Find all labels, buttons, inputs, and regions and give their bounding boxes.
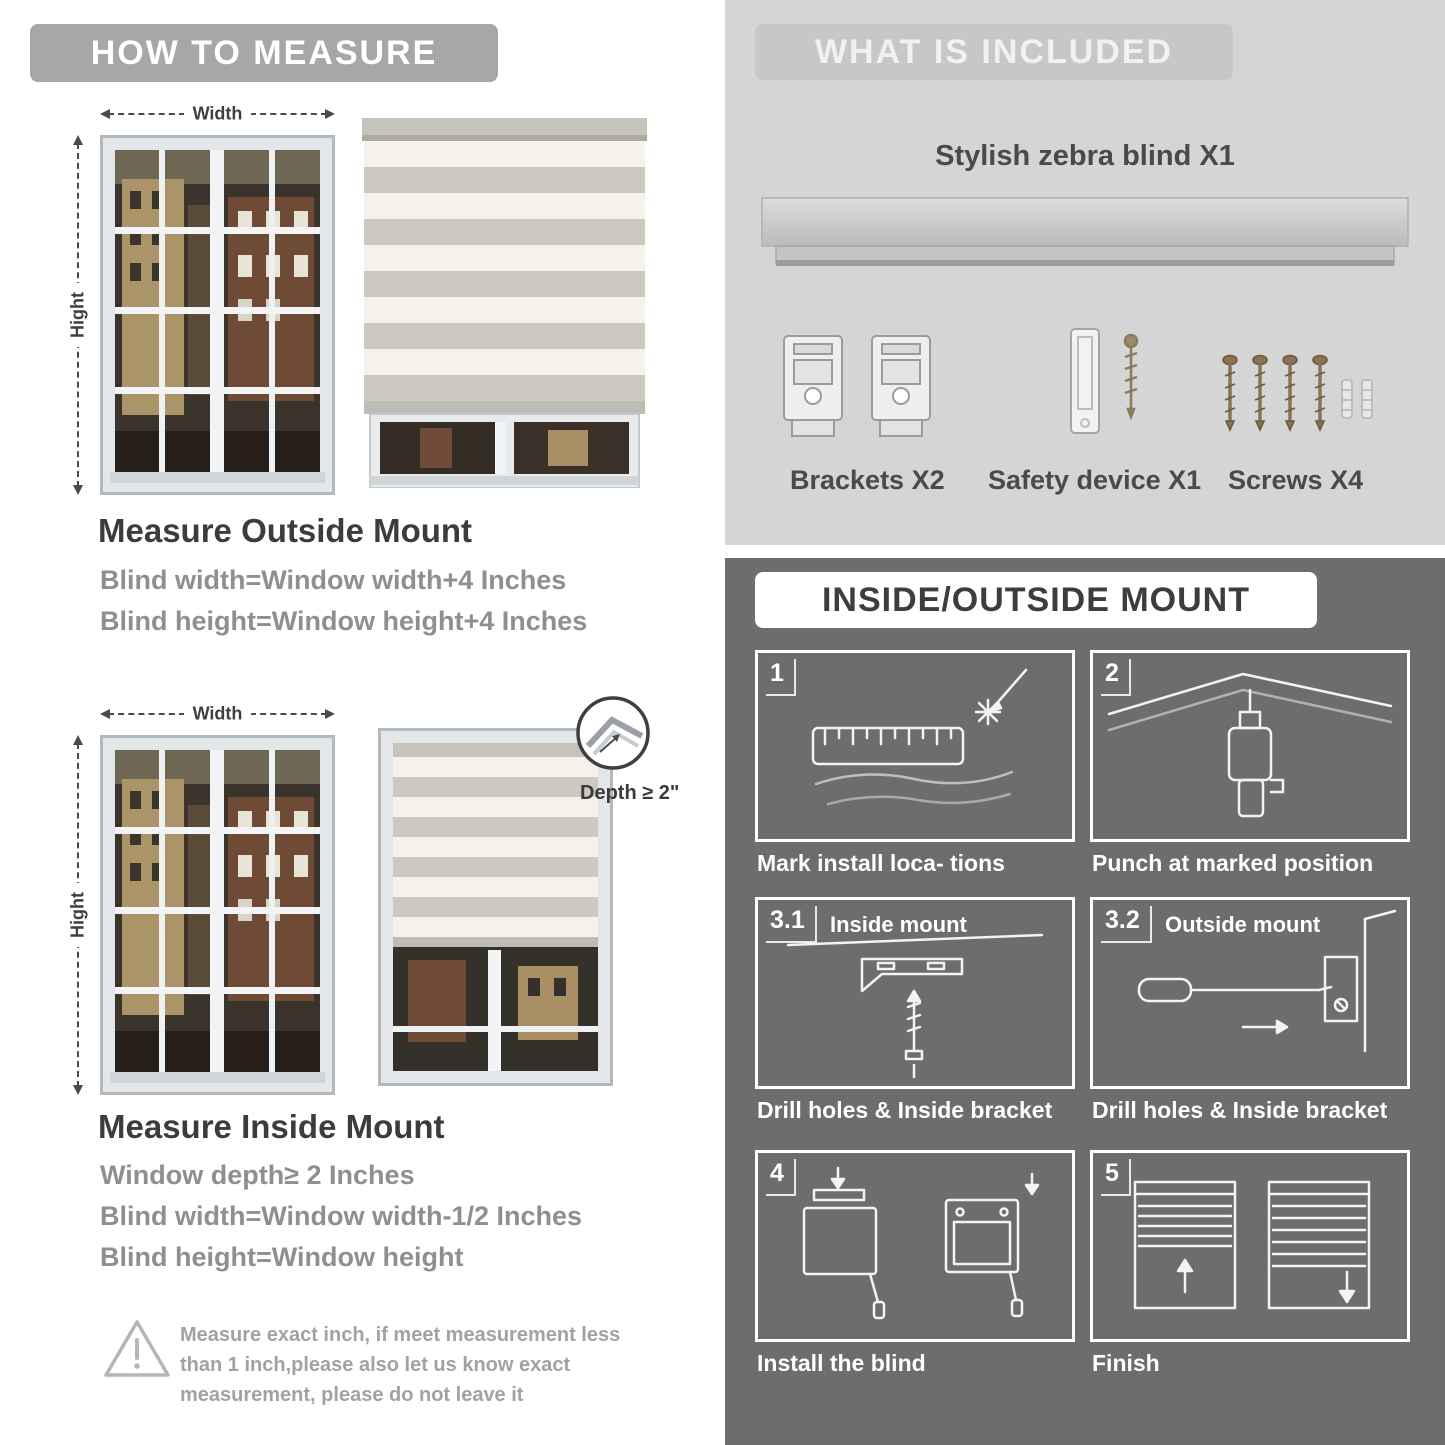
- outside-mount-line-2: Blind height=Window height+4 Inches: [100, 606, 588, 636]
- window-diagram-outside: [100, 135, 335, 495]
- warning-triangle-icon: [104, 1320, 170, 1377]
- width-label: Width: [183, 103, 252, 125]
- window-diagram-inside: [100, 735, 335, 1095]
- step-number: 4: [766, 1159, 796, 1196]
- brackets-illustration: [783, 335, 931, 437]
- arrowhead-down-icon: [73, 1085, 83, 1095]
- arrowhead-right-icon: [325, 109, 335, 119]
- depth-magnifier-icon: [576, 696, 650, 770]
- arrowhead-right-icon: [325, 709, 335, 719]
- depth-note: Depth ≥ 2": [580, 782, 680, 804]
- step-caption-2: Punch at marked position: [1092, 850, 1374, 876]
- inside-mount-line-3: Blind height=Window height: [100, 1242, 464, 1272]
- width-arrow-outside: Width: [100, 103, 335, 125]
- step-caption-1: Mark install loca- tions: [757, 850, 1005, 876]
- safety-device-illustration: [1070, 328, 1139, 434]
- zebra-blind-diagram-inside: [378, 728, 613, 1086]
- step-number: 3.1: [766, 906, 817, 943]
- step-number: 2: [1101, 659, 1131, 696]
- height-label: Hight: [67, 283, 89, 347]
- headrail-illustration: [761, 197, 1409, 266]
- step-number: 5: [1101, 1159, 1131, 1196]
- mount-header: INSIDE/OUTSIDE MOUNT: [755, 572, 1317, 628]
- inside-bracket-illustration: [786, 933, 1044, 1079]
- arrowhead-down-icon: [73, 485, 83, 495]
- how-to-measure-section: HOW TO MEASURE Width Hight: [0, 0, 710, 1445]
- outside-bracket-illustration: [1137, 909, 1397, 1053]
- height-arrow-inside: Hight: [67, 735, 89, 1095]
- zebra-blind-diagram-outside: [362, 118, 647, 488]
- brackets-label: Brackets X2: [790, 465, 945, 495]
- mount-instructions-section: INSIDE/OUTSIDE MOUNT 1 Mark install loca…: [725, 558, 1445, 1445]
- product-title: Stylish zebra blind X1: [935, 140, 1235, 172]
- screws-label: Screws X4: [1228, 465, 1364, 495]
- arrowhead-up-icon: [73, 735, 83, 745]
- step-caption-3-2: Drill holes & Inside bracket: [1092, 1097, 1388, 1123]
- install-blind-illustration: [802, 1166, 1040, 1320]
- width-arrow-inside: Width: [100, 703, 335, 725]
- outside-mount-line-1: Blind width=Window width+4 Inches: [100, 565, 567, 595]
- step-panel-2: 2: [1090, 650, 1410, 842]
- inside-mount-line-2: Blind width=Window width-1/2 Inches: [100, 1201, 583, 1231]
- height-arrow-outside: Hight: [67, 135, 89, 495]
- step-panel-4: 4: [755, 1150, 1075, 1342]
- width-label: Width: [183, 703, 252, 725]
- step-panel-3-2: 3.2 Outside mount: [1090, 897, 1410, 1089]
- inside-mount-line-1: Window depth≥ 2 Inches: [100, 1160, 415, 1190]
- screws-illustration: [1222, 354, 1373, 432]
- finish-blinds-illustration: [1133, 1180, 1371, 1310]
- step-title: Outside mount: [1165, 912, 1321, 937]
- arrowhead-left-icon: [100, 109, 110, 119]
- step-title: Inside mount: [830, 912, 967, 937]
- measurement-warning: Measure exact inch, if meet measurement …: [180, 1324, 621, 1406]
- drill-punch-illustration: [1107, 672, 1393, 818]
- step-panel-3-1: 3.1 Inside mount: [755, 897, 1075, 1089]
- step-panel-1: 1: [755, 650, 1075, 842]
- mark-location-illustration: [811, 668, 1028, 806]
- how-to-measure-header: HOW TO MEASURE: [30, 24, 498, 82]
- step-caption-5: Finish: [1092, 1350, 1160, 1376]
- step-number: 3.2: [1101, 906, 1152, 943]
- arrowhead-up-icon: [73, 135, 83, 145]
- arrowhead-left-icon: [100, 709, 110, 719]
- what-is-included-header: WHAT IS INCLUDED: [755, 24, 1233, 80]
- safety-device-label: Safety device X1: [988, 465, 1202, 495]
- step-caption-4: Install the blind: [757, 1350, 926, 1376]
- what-is-included-section: WHAT IS INCLUDED Stylish zebra blind X1: [725, 0, 1445, 545]
- step-caption-3-1: Drill holes & Inside bracket: [757, 1097, 1053, 1123]
- height-label: Hight: [67, 883, 89, 947]
- step-panel-5: 5: [1090, 1150, 1410, 1342]
- outside-mount-title: Measure Outside Mount: [98, 512, 473, 549]
- inside-mount-title: Measure Inside Mount: [98, 1108, 445, 1145]
- step-number: 1: [766, 659, 796, 696]
